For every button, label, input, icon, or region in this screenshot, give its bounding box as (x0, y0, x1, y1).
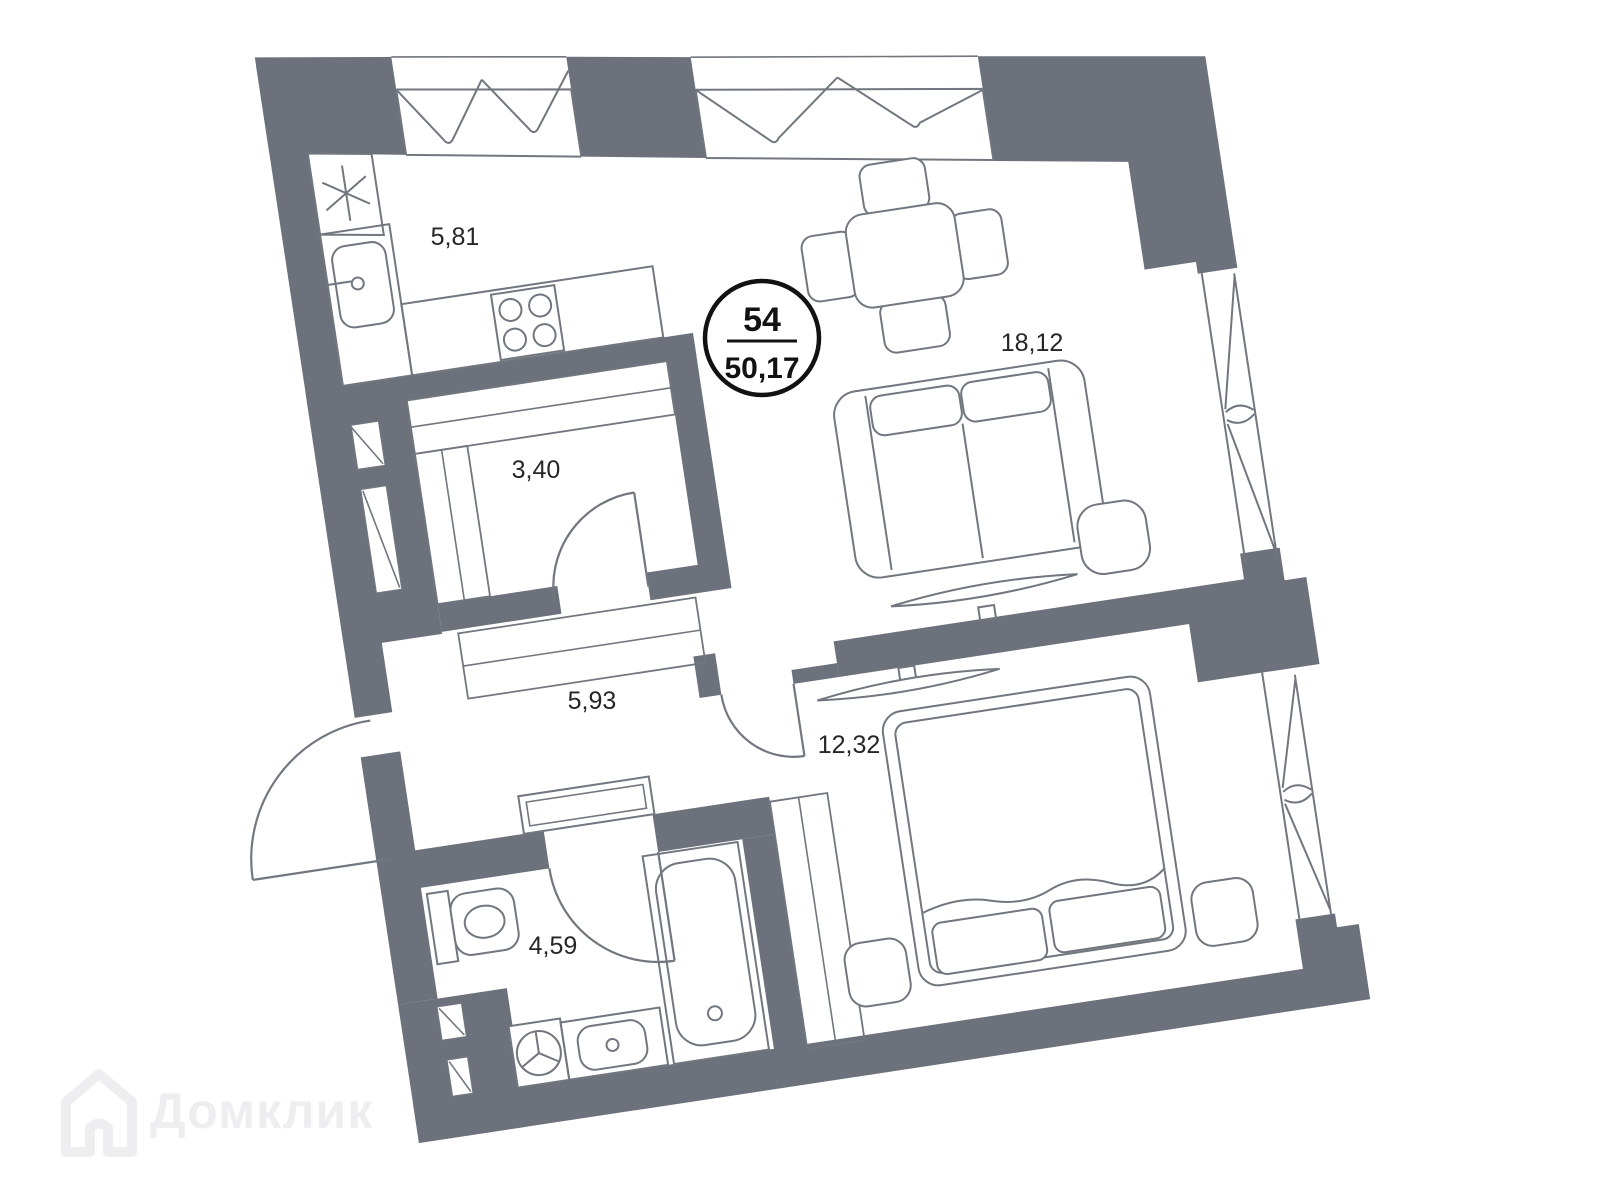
bedroom (720, 664, 1259, 1050)
room-label-bedroom: 12,32 (818, 731, 881, 759)
plan-body (250, 55, 1371, 1143)
pillow (931, 907, 1049, 976)
washing-machine (507, 1017, 571, 1089)
watermark-text: Домклик (150, 1083, 373, 1139)
walls (254, 56, 1371, 1143)
bathroom-door (548, 851, 676, 964)
side-table (1076, 499, 1152, 576)
badge-total-area: 50,17 (724, 352, 799, 385)
vent-box (306, 152, 385, 237)
tv-living (890, 573, 1078, 623)
bathroom (425, 840, 771, 1089)
dining-table (800, 157, 1009, 354)
hallway-cabinet (517, 775, 656, 835)
wall-niches (350, 420, 474, 1098)
room-label-hallway: 5,93 (568, 687, 617, 715)
entrance-door (250, 719, 392, 881)
kitchen-counter-bottom (400, 265, 665, 377)
kitchen-window (395, 70, 583, 158)
facade-windows (391, 55, 995, 162)
toilet (425, 887, 520, 966)
bedroom-window-right (1261, 672, 1333, 919)
stove (489, 283, 566, 362)
vent-icon (321, 165, 371, 222)
domclick-house-icon (61, 1069, 137, 1157)
nightstand-right (1190, 877, 1259, 947)
area-badge: 54 50,17 (702, 278, 822, 398)
living-room (800, 157, 1152, 623)
room-label-wardrobe: 3,40 (512, 456, 561, 484)
room-label-bathroom: 4,59 (529, 932, 578, 960)
living-room-window-top (694, 76, 995, 162)
bed (881, 675, 1187, 987)
pillow (1048, 885, 1167, 954)
kitchen-sink (327, 241, 395, 329)
watermark: Домклик (61, 1069, 373, 1157)
wardrobe-door (552, 491, 650, 601)
kitchen (306, 152, 665, 388)
room-labels: 5,81 18,12 3,40 5,93 4,59 12,32 (431, 223, 1064, 960)
tv-bedroom (817, 664, 1000, 702)
sofa (833, 359, 1107, 579)
wardrobe-room (405, 360, 676, 606)
hallway (250, 596, 707, 881)
kitchen-counter-left (318, 222, 414, 388)
living-room-window-right (1200, 273, 1279, 564)
nightstand-left (843, 937, 912, 1008)
room-label-living-room: 18,12 (1001, 329, 1064, 357)
bathtub (641, 840, 771, 1066)
badge-unit-number: 54 (743, 301, 781, 339)
bedroom-door (720, 683, 806, 758)
bathroom-sink (559, 1006, 670, 1081)
room-label-kitchen: 5,81 (431, 223, 480, 251)
